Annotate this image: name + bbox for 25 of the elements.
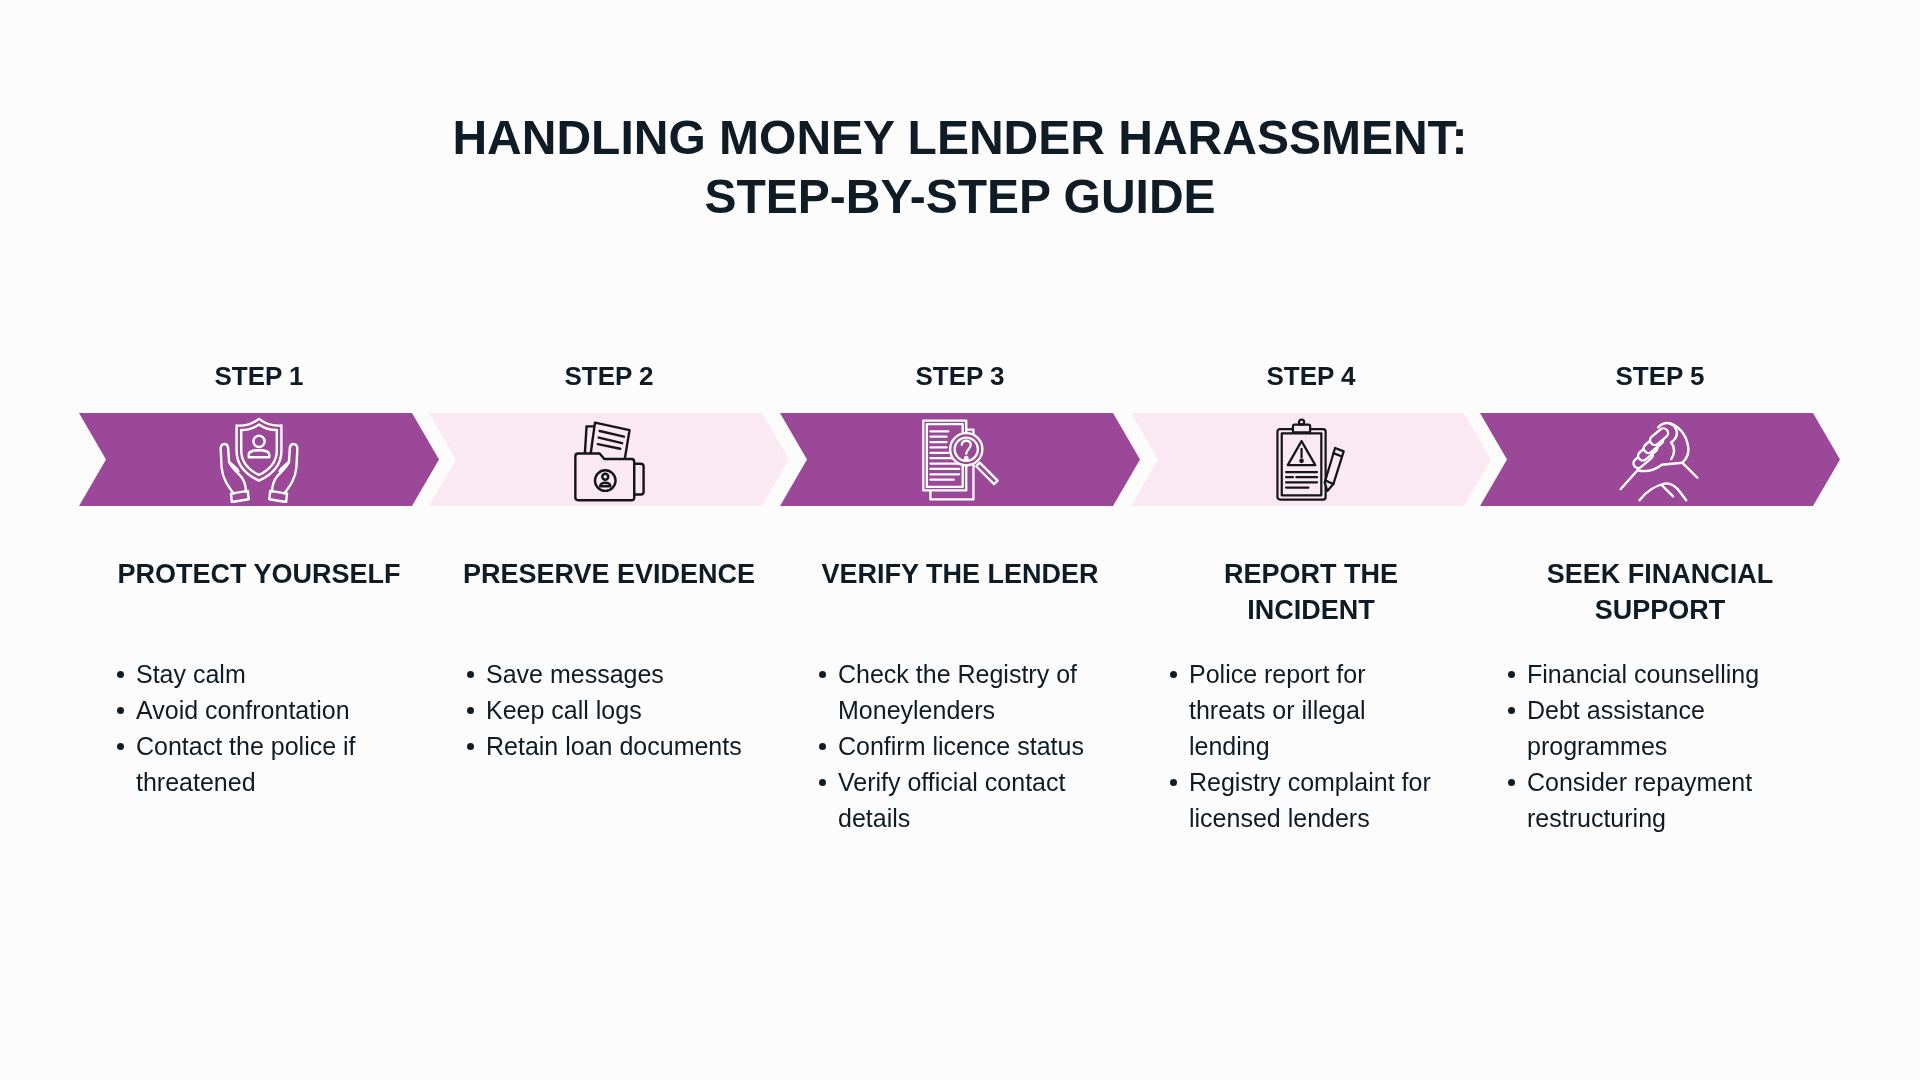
bullet-item: Contact the police if threatened: [114, 728, 416, 800]
diagram-title: HANDLING MONEY LENDER HARASSMENT: STEP-BY-STEP GUIDE: [451, 110, 1469, 225]
bullet-item: Consider repayment restructuring: [1505, 764, 1807, 836]
bullet-item: Verify official contact details: [816, 764, 1118, 836]
bullet-item: Debt assistance programmes: [1505, 692, 1807, 764]
bullet-item: Registry complaint for licensed lenders: [1167, 764, 1439, 836]
bullet-item: Avoid confrontation: [114, 692, 416, 728]
bullet-item: Retain loan documents: [464, 728, 766, 764]
bullet-item: Financial counselling: [1505, 656, 1807, 692]
step-label: STEP 2: [564, 360, 654, 392]
step-label: STEP 1: [214, 360, 304, 392]
bullet-item: Keep call logs: [464, 692, 766, 728]
step-heading: PRESERVE EVIDENCE: [461, 558, 757, 591]
step-heading: VERIFY THE LENDER: [820, 558, 1100, 591]
bullet-item: Check the Registry of Moneylenders: [816, 656, 1118, 728]
step-label: STEP 3: [915, 360, 1005, 392]
bullet-item: Save messages: [464, 656, 766, 692]
bullet-item: Police report for threats or illegal lending: [1167, 656, 1439, 764]
step-heading: REPORT THE INCIDENT: [1223, 558, 1399, 627]
bullet-item: Confirm licence status: [816, 728, 1118, 764]
step-heading: SEEK FINANCIAL SUPPORT: [1545, 558, 1775, 627]
step-label: STEP 4: [1266, 360, 1356, 392]
step-label: STEP 5: [1615, 360, 1705, 392]
bullet-item: Stay calm: [114, 656, 416, 692]
step-heading: PROTECT YOURSELF: [116, 558, 402, 591]
